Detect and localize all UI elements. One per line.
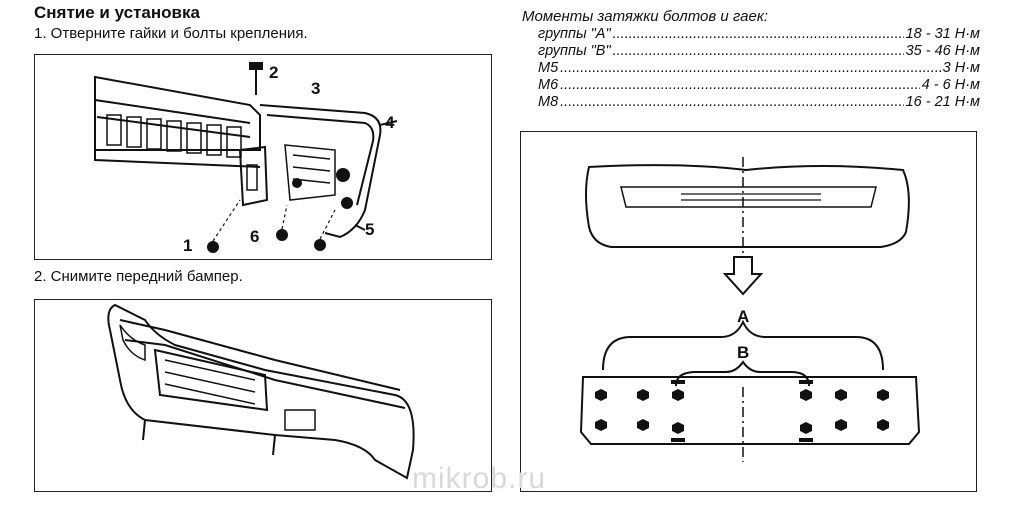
torque-title: Моменты затяжки болтов и гаек: <box>522 8 769 25</box>
bolt-groups-drawing: A B <box>579 157 921 462</box>
leader-dots <box>613 43 904 60</box>
torque-label: M6 <box>538 77 559 93</box>
step-2-text: 2. Снимите передний бампер. <box>34 268 243 285</box>
leader-dots <box>613 26 904 43</box>
step-1-text: 1. Отверните гайки и болты крепления. <box>34 25 308 42</box>
leader-dots <box>560 60 941 77</box>
leader-dots <box>560 77 920 94</box>
callout-6: 6 <box>250 227 259 246</box>
callout-1: 1 <box>183 236 192 255</box>
torque-value: 18 - 31 Н·м <box>905 26 980 42</box>
torque-row: M6 4 - 6 Н·м <box>538 77 980 94</box>
torque-value: 35 - 46 Н·м <box>905 43 980 59</box>
torque-value: 16 - 21 Н·м <box>905 94 980 110</box>
callout-4: 4 <box>385 113 395 132</box>
torque-label: группы "A" <box>538 26 611 42</box>
leader-dots <box>560 94 903 111</box>
bolt-groups-figure: A B <box>520 131 977 492</box>
torque-label: группы "B" <box>538 43 611 59</box>
torque-row: M5 3 Н·м <box>538 60 980 77</box>
callout-2: 2 <box>269 63 278 82</box>
group-a-label: A <box>737 307 749 326</box>
torque-label: M8 <box>538 94 559 110</box>
callout-5: 5 <box>365 220 374 239</box>
torque-label: M5 <box>538 60 559 76</box>
section-heading: Снятие и установка <box>34 3 200 22</box>
torque-value: 3 Н·м <box>942 60 980 76</box>
mounting-drawing: 1 2 3 4 5 6 <box>94 62 398 255</box>
watermark: mikrob.ru <box>412 462 547 495</box>
mounting-figure: 1 2 3 4 5 6 <box>34 54 492 260</box>
bumper-figure <box>34 299 492 492</box>
torque-row: группы "A" 18 - 31 Н·м <box>538 26 980 43</box>
callout-3: 3 <box>311 79 320 98</box>
group-b-label: B <box>737 343 749 362</box>
torque-list: группы "A" 18 - 31 Н·м группы "B" 35 - 4… <box>538 26 980 111</box>
torque-value: 4 - 6 Н·м <box>921 77 980 93</box>
torque-row: M8 16 - 21 Н·м <box>538 94 980 111</box>
bumper-drawing <box>107 303 415 480</box>
torque-row: группы "B" 35 - 46 Н·м <box>538 43 980 60</box>
